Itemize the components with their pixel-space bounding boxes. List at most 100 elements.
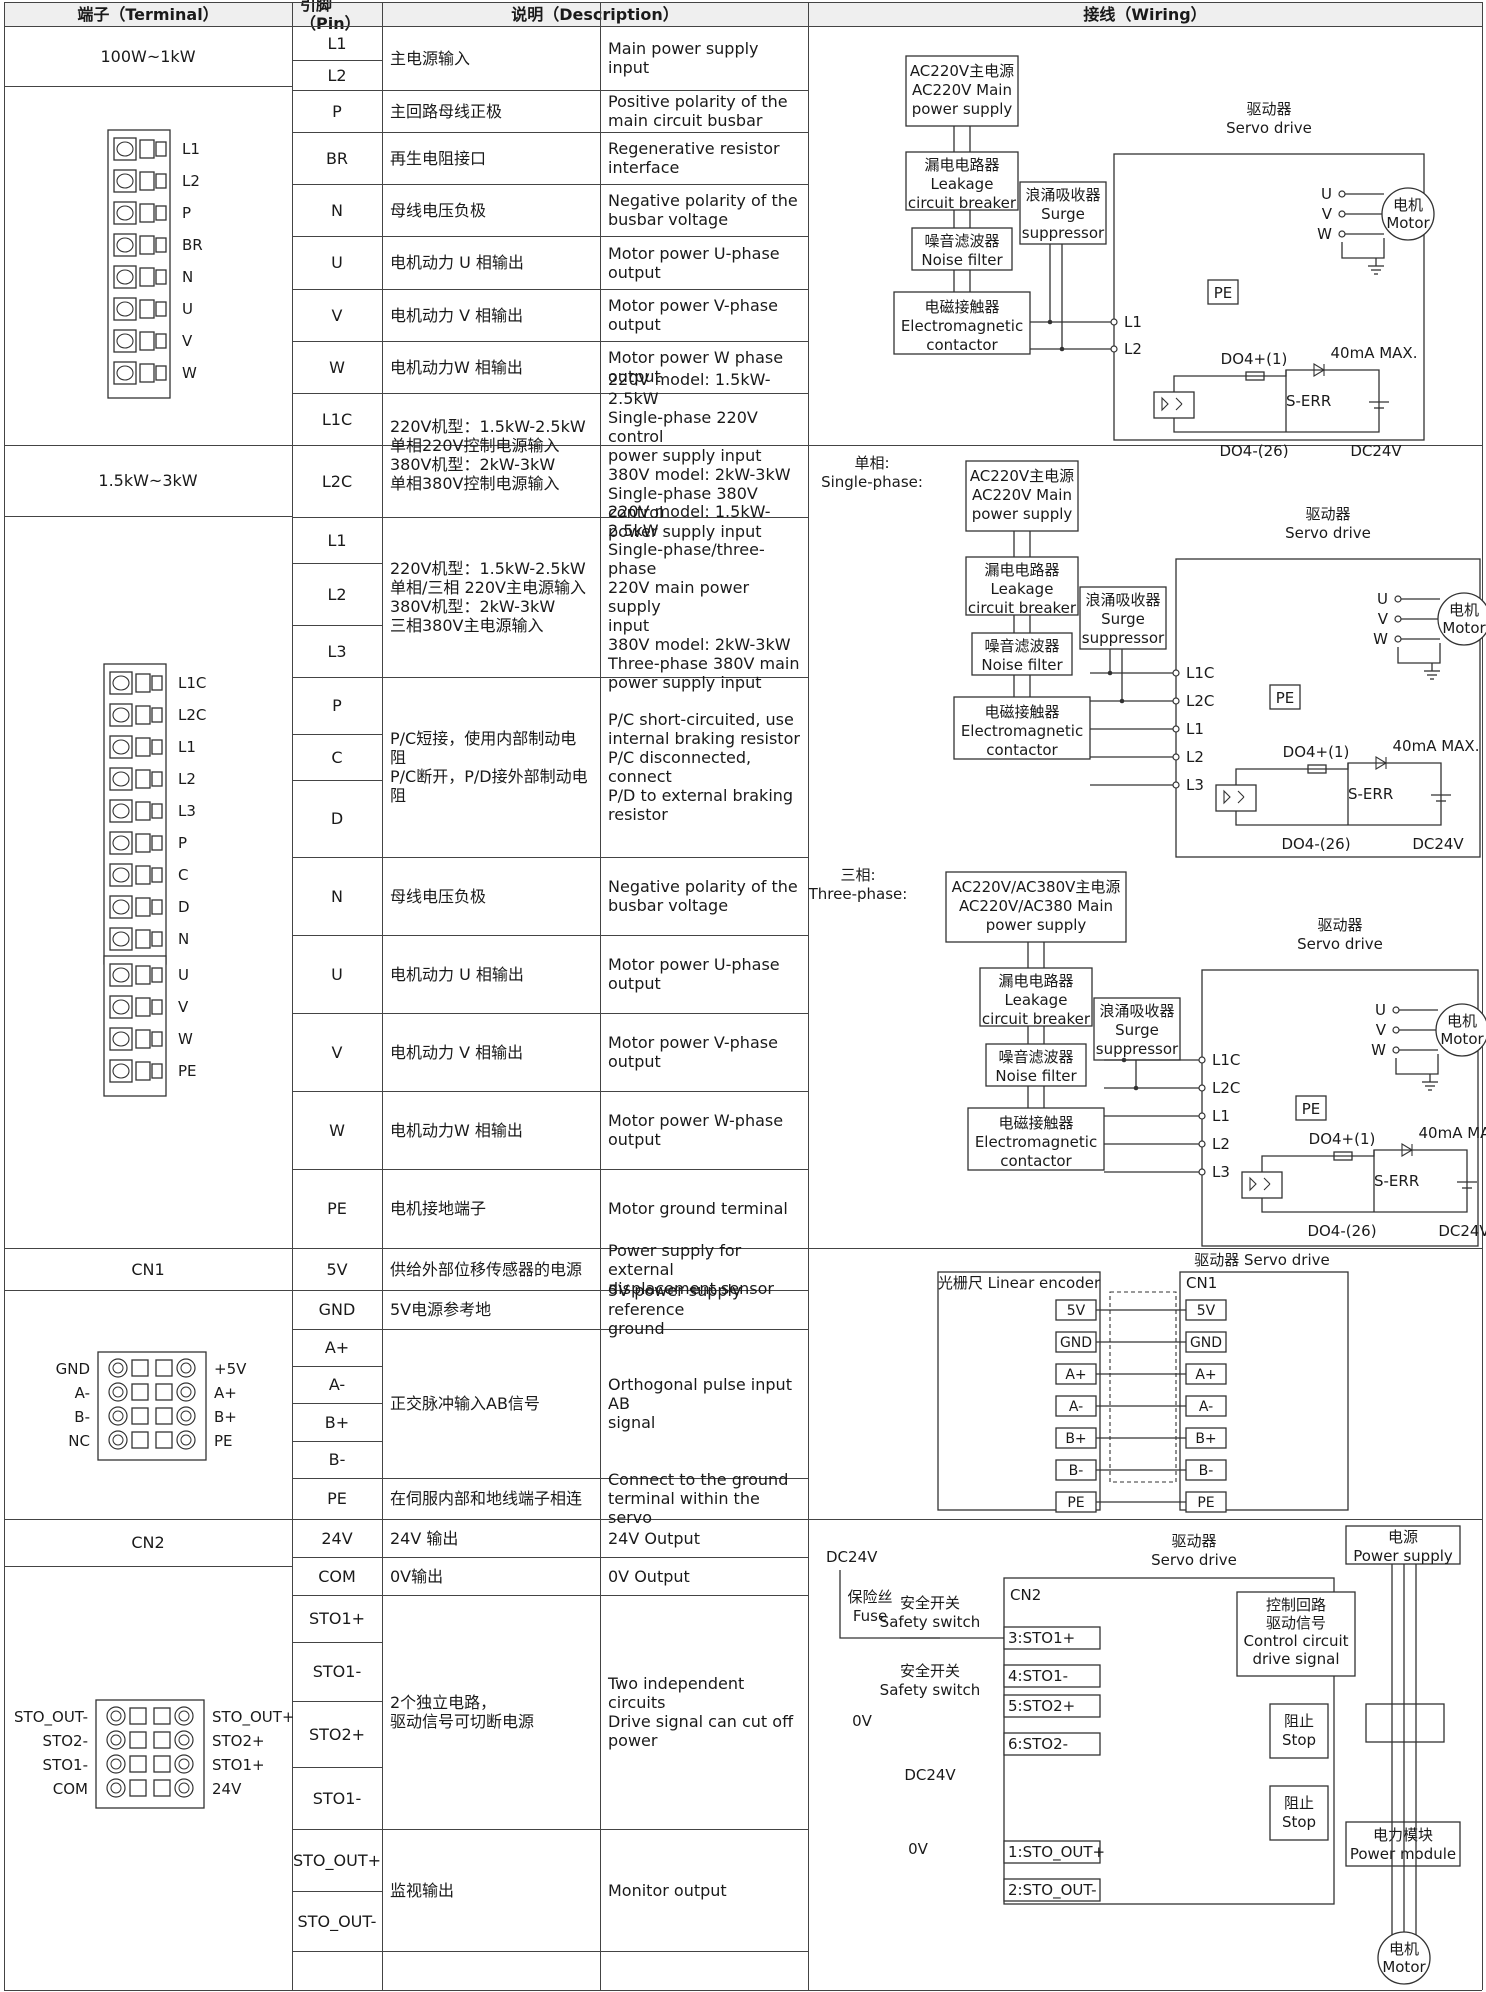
description-en: 220V model: 1.5kW-2.5kW Single-phase 220… xyxy=(608,369,791,541)
terminal-group-title: CN2 xyxy=(131,1533,165,1552)
pin-cell: P xyxy=(332,101,342,121)
grid-line xyxy=(292,857,808,858)
grid-line xyxy=(292,132,808,133)
pin-cell: L3 xyxy=(327,641,347,661)
pin-cell: N xyxy=(331,200,343,220)
description-en: Motor power U-phase output xyxy=(608,955,780,993)
description-en: Motor power V-phase output xyxy=(608,296,778,334)
description-en: Negative polarity of the busbar voltage xyxy=(608,191,798,229)
description-cn: 电机动力W 相输出 xyxy=(390,357,523,377)
pin-cell: V xyxy=(331,305,343,325)
grid-line xyxy=(292,734,382,735)
grid-line xyxy=(292,1478,808,1479)
grid-line xyxy=(292,1595,808,1596)
grid-line xyxy=(4,86,292,87)
pin-cell: U xyxy=(331,253,343,272)
pin-cell: GND xyxy=(318,1300,356,1319)
description-cn: 24V 输出 xyxy=(390,1528,459,1548)
pin-cell: P xyxy=(332,696,342,715)
pin-cell: L2 xyxy=(327,65,347,85)
grid-line xyxy=(292,517,808,518)
grid-line xyxy=(292,236,808,237)
grid-line xyxy=(292,60,382,61)
grid-line xyxy=(292,393,808,394)
grid-line xyxy=(292,1829,808,1830)
grid-line xyxy=(292,1891,382,1892)
pin-cell: STO1- xyxy=(312,1788,362,1808)
description-cn: 电机动力 U 相输出 xyxy=(390,964,524,984)
pin-cell: L1C xyxy=(321,409,353,429)
pin-cell: 24V xyxy=(321,1528,353,1548)
description-cn: 电机动力W 相输出 xyxy=(390,1120,523,1140)
description-en: Motor power V-phase output xyxy=(608,1033,778,1071)
pin-cell: BR xyxy=(325,148,349,168)
grid-line xyxy=(292,1519,808,1520)
grid-line xyxy=(292,90,808,91)
description-en: Motor power W phase output xyxy=(608,348,784,386)
terminal-group-title: 1.5kW~3kW xyxy=(98,471,198,490)
description-cn: 母线电压负极 xyxy=(390,886,487,906)
header-wiring: 接线（Wiring） xyxy=(808,2,1482,26)
description-en: Motor ground terminal xyxy=(608,1199,788,1218)
grid-line xyxy=(292,289,808,290)
grid-line xyxy=(1482,2,1483,1990)
grid-line xyxy=(4,1290,292,1291)
pin-cell: L1 xyxy=(327,33,347,53)
grid-line xyxy=(292,184,808,185)
description-cn: 220V机型：1.5kW-2.5kW 单相/三相 220V主电源输入 380V机… xyxy=(390,559,586,635)
grid-line xyxy=(4,2,1482,3)
description-cn: 主电源输入 xyxy=(390,48,471,68)
pin-cell: 5V xyxy=(326,1259,348,1279)
description-en: Regenerative resistor interface xyxy=(608,139,780,177)
pin-cell: STO2+ xyxy=(308,1724,366,1744)
description-en: Orthogonal pulse input AB signal xyxy=(608,1375,792,1432)
grid-line xyxy=(4,1990,1482,1991)
pin-cell: PE xyxy=(327,1199,347,1218)
grid-line xyxy=(292,445,382,446)
description-en: Connect to the ground terminal within th… xyxy=(608,1470,789,1527)
pin-cell: B+ xyxy=(324,1412,350,1432)
grid-line xyxy=(292,1701,382,1702)
description-en: Negative polarity of the busbar voltage xyxy=(608,877,798,915)
description-en: 220V model: 1.5kW-2.5kW Single-phase/thr… xyxy=(608,502,800,692)
grid-line xyxy=(292,563,382,564)
description-cn: 0V输出 xyxy=(390,1566,444,1586)
pin-cell: L2C xyxy=(321,471,353,491)
grid-line xyxy=(292,1290,808,1291)
pin-cell: U xyxy=(331,964,343,984)
pin-cell: W xyxy=(329,1120,345,1140)
grid-line xyxy=(808,2,809,1990)
pin-cell: B- xyxy=(328,1450,346,1469)
header-terminal: 端子（Terminal） xyxy=(4,2,292,26)
grid-line xyxy=(292,935,808,936)
grid-line xyxy=(4,516,292,517)
grid-line xyxy=(4,26,1482,27)
header-pin: 引脚（Pin） xyxy=(292,0,382,33)
pin-cell: N xyxy=(331,886,343,906)
pin-cell: V xyxy=(331,1042,343,1062)
grid-line xyxy=(292,1403,382,1404)
description-en: Motor power U-phase output xyxy=(608,243,780,282)
description-en: Motor power W-phase output xyxy=(608,1111,784,1149)
header-description: 说明（Description） xyxy=(382,2,808,26)
grid-line xyxy=(4,2,5,1990)
description-en: 24V Output xyxy=(608,1528,700,1548)
description-en: 5V power supply reference ground xyxy=(608,1281,742,1338)
description-cn: 母线电压负极 xyxy=(390,200,487,220)
description-cn: 再生电阻接口 xyxy=(390,148,487,168)
description-cn: 电机动力 V 相输出 xyxy=(390,1042,524,1062)
grid-line xyxy=(292,625,382,626)
description-en: Monitor output xyxy=(608,1880,727,1900)
grid-line xyxy=(292,1091,808,1092)
grid-line xyxy=(292,1169,808,1170)
pin-cell: STO_OUT+ xyxy=(293,1850,382,1870)
grid-line xyxy=(382,2,383,1990)
description-en: Positive polarity of the main circuit bu… xyxy=(608,92,788,130)
grid-line xyxy=(292,1248,808,1249)
description-cn: 主回路母线正极 xyxy=(390,101,503,121)
grid-line xyxy=(600,2,601,1990)
grid-line xyxy=(292,1767,382,1768)
pin-cell: STO1+ xyxy=(308,1609,366,1628)
description-en: Two independent circuits Drive signal ca… xyxy=(608,1674,794,1750)
